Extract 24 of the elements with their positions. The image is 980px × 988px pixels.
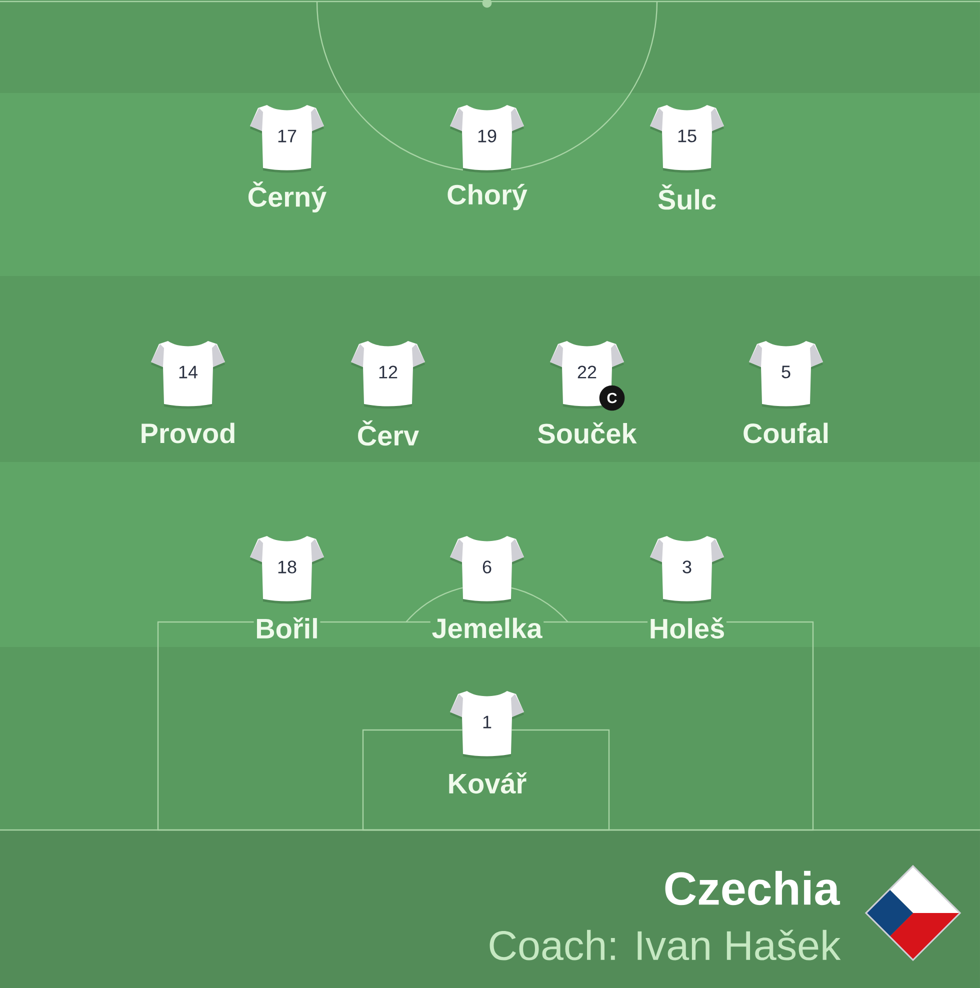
shirt: 14 [151, 341, 225, 409]
team-name: Czechia [665, 870, 840, 906]
shirt: 6 [450, 536, 524, 604]
player-name: Šulc [656, 183, 718, 212]
shirt: 18 [250, 536, 324, 604]
shirt: 12 [351, 341, 425, 409]
shirt: 19 [450, 105, 524, 173]
shirt: 3 [650, 536, 724, 604]
shirt: 15 [650, 105, 724, 173]
player-name: Souček [536, 421, 638, 445]
player-name: Bořil [254, 616, 320, 640]
player-name: Černý [246, 180, 328, 214]
shirt: 5 [749, 341, 823, 409]
player-name: Jemelka [430, 616, 544, 640]
captain-badge: C [599, 385, 625, 411]
player-name: Provod [138, 421, 238, 445]
player-name: Chorý [445, 182, 529, 212]
player-name: Holeš [648, 616, 726, 640]
shirt: 17 [250, 105, 324, 173]
player-name: Coufal [741, 421, 831, 445]
player-name: Kovář [446, 771, 528, 795]
shirt: 1 [450, 691, 524, 759]
player-name: Červ [356, 419, 420, 448]
coach-label: Coach: Ivan Hašek [490, 930, 841, 960]
